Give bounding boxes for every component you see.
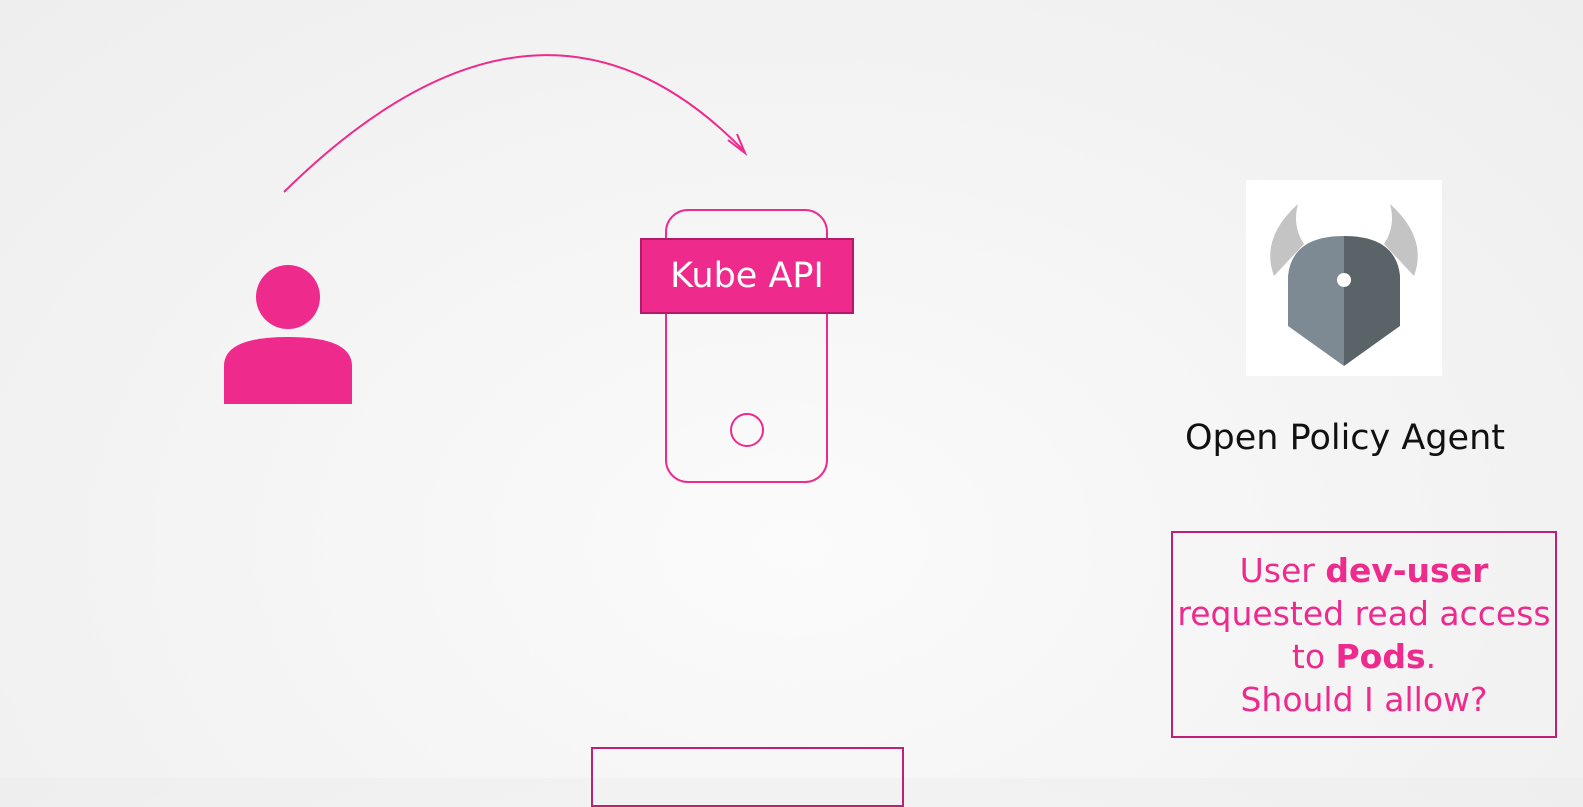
opa-viking-helmet-icon [1270, 204, 1418, 366]
msg-prefix: User [1239, 550, 1326, 590]
opa-question-text: User dev-user requested read access to P… [1173, 549, 1555, 721]
kube-api-box: Kube API [640, 238, 854, 314]
msg-user-name: dev-user [1325, 550, 1489, 590]
msg-suffix: . [1425, 636, 1437, 676]
msg-middle: requested read access to [1177, 593, 1551, 676]
arrow-head [727, 133, 748, 157]
flow-arrow [283, 54, 748, 193]
bottom-partial-box [591, 747, 904, 807]
kube-api-label: Kube API [670, 256, 824, 296]
opa-logo-card [1246, 180, 1442, 376]
msg-resource: Pods [1335, 636, 1426, 676]
phone-device-icon [665, 209, 828, 483]
home-button-icon [730, 413, 764, 447]
opa-label: Open Policy Agent [1184, 418, 1505, 458]
user-icon [224, 265, 352, 404]
opa-question-box: User dev-user requested read access to P… [1171, 531, 1557, 738]
msg-question: Should I allow? [1240, 679, 1488, 719]
